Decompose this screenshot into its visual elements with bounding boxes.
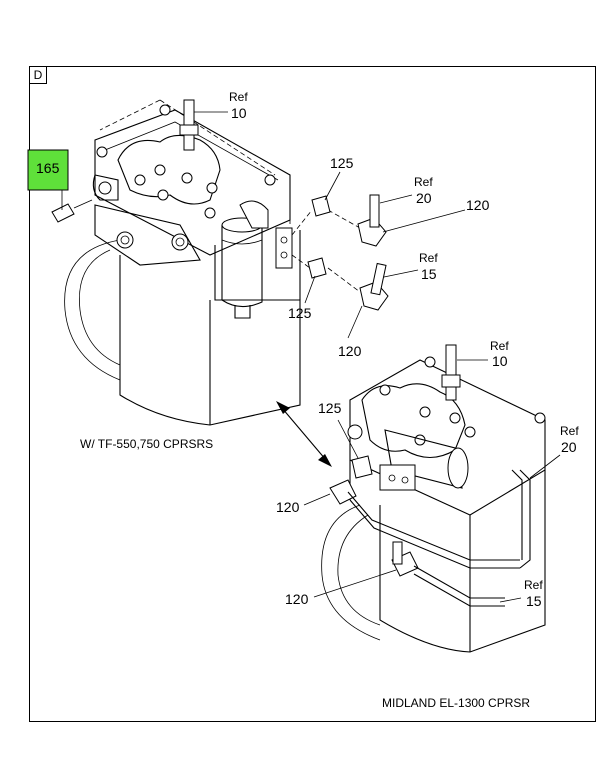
- ref-15-upper-b[interactable]: 15: [421, 266, 437, 282]
- part-120-bottom-a-label[interactable]: 120: [276, 499, 300, 515]
- ref-15-lower-a: Ref: [524, 578, 543, 592]
- view-link-arrow: [276, 401, 332, 467]
- view-letter: D: [29, 66, 47, 84]
- upper-caption: W/ TF-550,750 CPRSRS: [80, 437, 213, 451]
- ref-20-lower-b[interactable]: 20: [561, 439, 577, 455]
- part-125-lower-label[interactable]: 125: [288, 305, 312, 321]
- part-165-highlight: [27, 149, 69, 191]
- ref-20-upper-b[interactable]: 20: [416, 190, 432, 206]
- part-120-upper-label[interactable]: 120: [466, 197, 490, 213]
- ref-20-upper-a: Ref: [414, 175, 433, 189]
- ref-10-lower-b[interactable]: 10: [492, 353, 508, 369]
- ref-10-lower-a: Ref: [490, 339, 509, 353]
- ref-10-upper-a: Ref: [229, 90, 248, 104]
- lower-compressor-drawing: [321, 344, 546, 653]
- ref-10-upper-b[interactable]: 10: [231, 105, 247, 121]
- lower-caption: MIDLAND EL-1300 CPRSR: [382, 696, 530, 710]
- part-125-upper-label[interactable]: 125: [330, 155, 354, 171]
- part-165-label[interactable]: 165: [36, 160, 60, 176]
- part-120-bottom-b-label[interactable]: 120: [285, 591, 309, 607]
- ref-15-upper-a: Ref: [419, 251, 438, 265]
- leader-lines: [61, 111, 561, 603]
- ref-20-lower-a: Ref: [560, 424, 579, 438]
- ref-15-lower-b[interactable]: 15: [526, 593, 542, 609]
- diagram-frame: [29, 66, 596, 722]
- part-125-bottom-label[interactable]: 125: [318, 400, 342, 416]
- part-120-mid-label[interactable]: 120: [338, 343, 362, 359]
- upper-compressor-drawing: [51, 99, 389, 426]
